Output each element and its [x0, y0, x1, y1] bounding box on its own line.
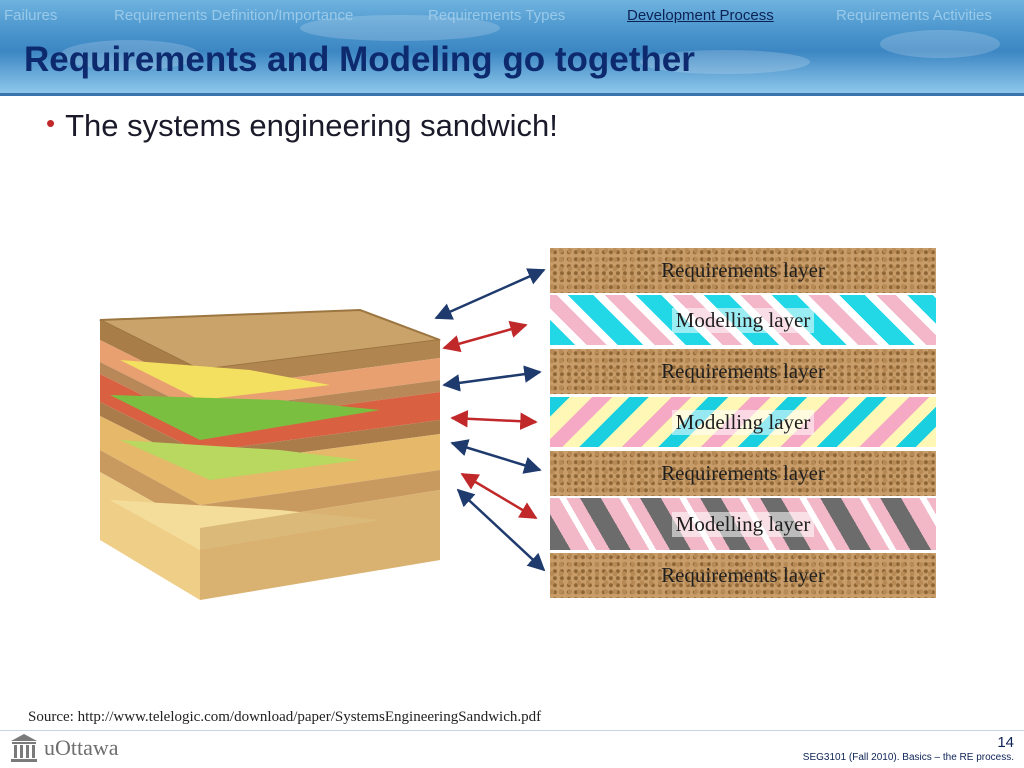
- nav-item-failures[interactable]: Failures: [4, 7, 58, 24]
- bullet-text: The systems engineering sandwich!: [65, 108, 558, 143]
- university-logo: uOttawa: [10, 733, 119, 763]
- arrow-modelling-3: [460, 472, 538, 520]
- header-banner: [0, 0, 1024, 93]
- logo-text: uOttawa: [44, 735, 119, 760]
- sandwich-image: [99, 308, 441, 600]
- arrow-requirements-4: [456, 488, 546, 572]
- nav-item-requirements-definition[interactable]: Requirements Definition/Importance: [114, 7, 354, 24]
- arrow-requirements-1: [434, 268, 546, 320]
- requirements-layer: Requirements layer: [550, 553, 936, 598]
- course-footer: SEG3101 (Fall 2010). Basics – the RE pro…: [802, 752, 1014, 763]
- modelling-layer: Modelling layer: [550, 295, 936, 345]
- bullet-icon: •: [46, 108, 56, 138]
- modelling-layer: Modelling layer: [550, 397, 936, 447]
- nav-item-requirements-activities[interactable]: Requirements Activities: [836, 7, 992, 24]
- requirements-layer: Requirements layer: [550, 451, 936, 496]
- requirements-layer: Requirements layer: [550, 349, 936, 394]
- university-building-icon: [11, 734, 37, 762]
- requirements-layer: Requirements layer: [550, 248, 936, 293]
- section-nav: Failures Requirements Definition/Importa…: [0, 7, 1024, 27]
- modelling-layer: Modelling layer: [550, 498, 936, 550]
- slide-title: Requirements and Modeling go together: [24, 40, 695, 79]
- bullet-point: • The systems engineering sandwich!: [46, 108, 558, 144]
- arrow-modelling-2: [450, 410, 538, 430]
- header-divider: [0, 93, 1024, 96]
- arrow-requirements-2: [442, 365, 542, 392]
- footer-divider: [0, 730, 1024, 731]
- arrow-modelling-1: [442, 320, 528, 353]
- nav-item-development-process[interactable]: Development Process: [627, 7, 774, 24]
- source-citation: Source: http://www.telelogic.com/downloa…: [28, 709, 542, 725]
- page-number: 14: [997, 734, 1014, 751]
- nav-item-requirements-types[interactable]: Requirements Types: [428, 7, 566, 24]
- arrow-requirements-3: [450, 439, 542, 474]
